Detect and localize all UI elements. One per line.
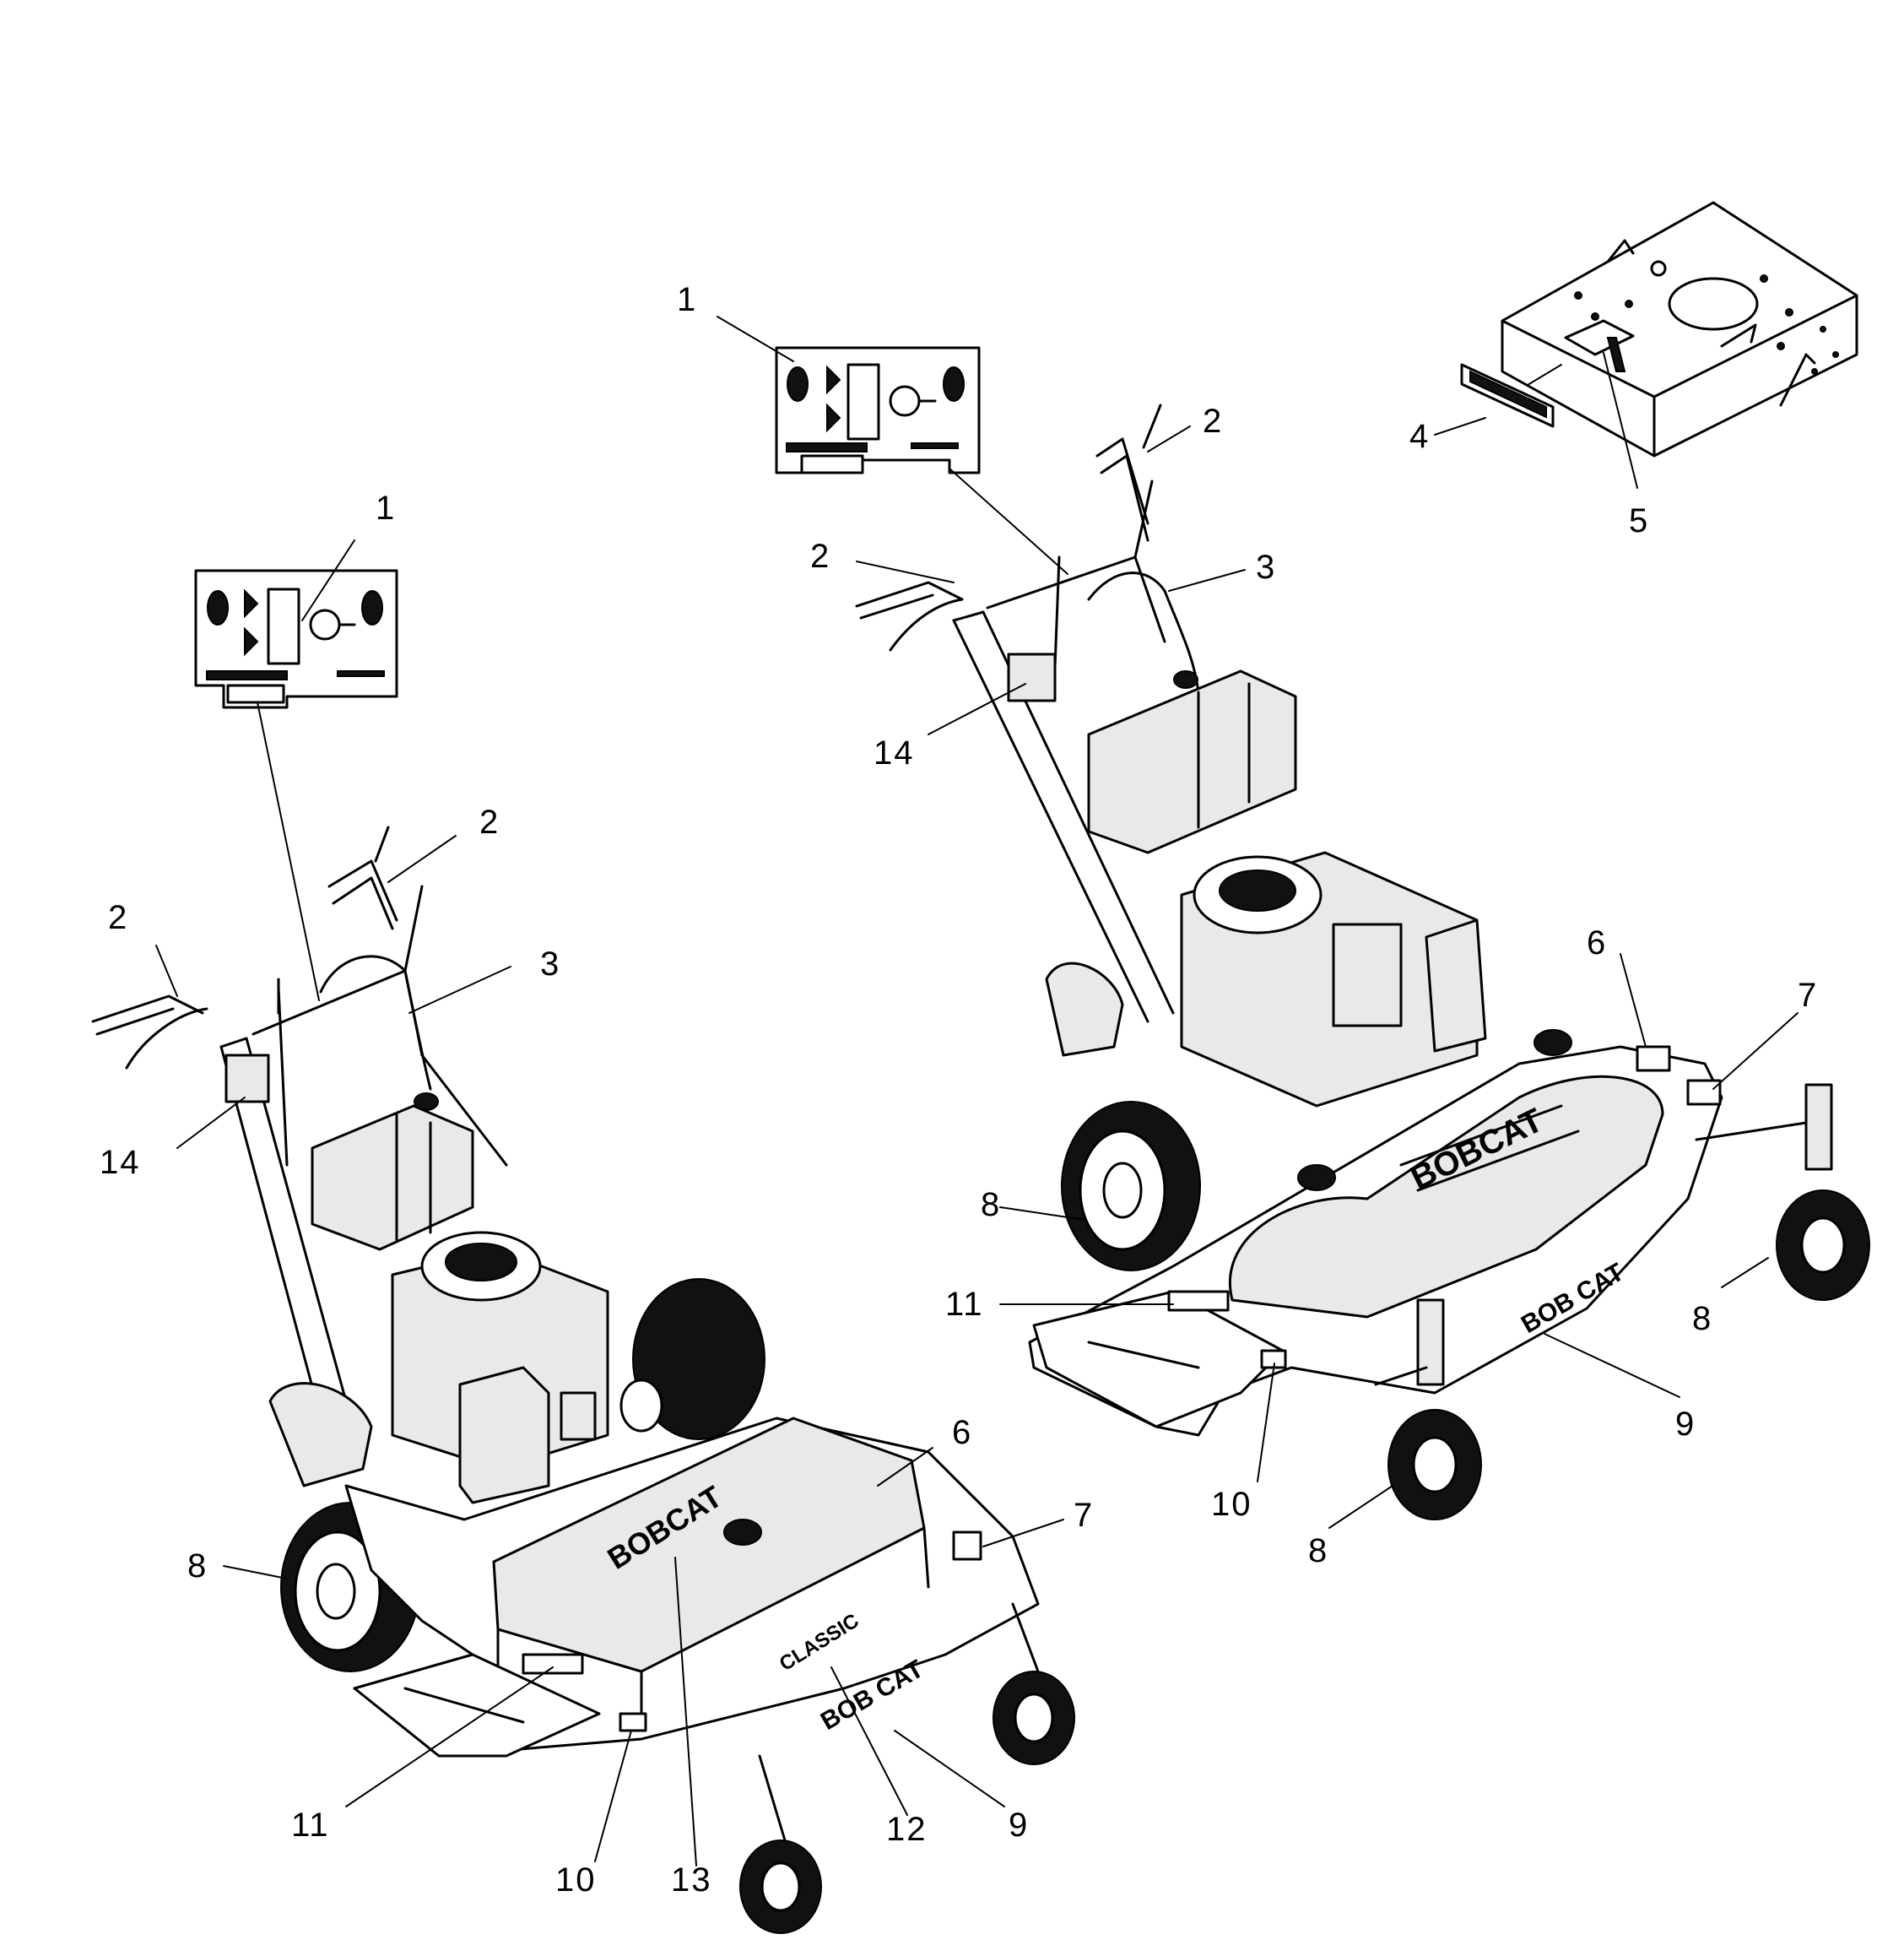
callout-right-8a: 8 bbox=[981, 1186, 1001, 1223]
callout-left-1: 1 bbox=[376, 490, 396, 527]
callout-left-8: 8 bbox=[187, 1547, 208, 1585]
left-mower-deck: BOBCAT CLASSIC BOB CAT bbox=[344, 1417, 1040, 1758]
callout-left-10: 10 bbox=[555, 1861, 597, 1899]
callout-left-3: 3 bbox=[540, 945, 560, 983]
callout-right-8c: 8 bbox=[1692, 1300, 1712, 1337]
callout-left-7: 7 bbox=[1074, 1497, 1094, 1534]
callout-inset-5: 5 bbox=[1629, 502, 1649, 539]
right-rear-wheel bbox=[1045, 962, 1201, 1271]
callout-left-2a: 2 bbox=[479, 804, 500, 841]
left-leader-lines bbox=[155, 539, 1064, 1866]
callout-left-13: 13 bbox=[671, 1861, 712, 1899]
left-rear-wheel bbox=[280, 1278, 765, 1672]
right-handle-frame bbox=[855, 404, 1200, 1023]
callout-right-2b: 2 bbox=[810, 538, 830, 575]
right-leader-lines bbox=[717, 316, 1799, 1529]
callout-left-9: 9 bbox=[1009, 1807, 1029, 1844]
callout-right-1: 1 bbox=[677, 281, 697, 318]
right-mower-deck: BOBCAT BOB CAT bbox=[1028, 1029, 1723, 1437]
left-mower: BOBCAT CLASSIC BOB CAT bbox=[91, 539, 1075, 1934]
callout-inset-4: 4 bbox=[1409, 418, 1430, 455]
right-engine bbox=[1180, 851, 1487, 1108]
callout-right-11: 11 bbox=[945, 1286, 984, 1323]
left-caster-wheels bbox=[739, 1602, 1075, 1934]
callout-right-7: 7 bbox=[1798, 977, 1818, 1014]
right-decal-1-leader bbox=[949, 468, 1068, 575]
right-fuel-tank bbox=[1087, 669, 1297, 854]
callout-left-2b: 2 bbox=[108, 899, 128, 936]
callout-left-12: 12 bbox=[886, 1811, 928, 1848]
callout-right-14: 14 bbox=[874, 734, 915, 772]
callout-right-2a: 2 bbox=[1203, 403, 1223, 440]
left-engine bbox=[391, 1231, 663, 1504]
left-fuel-tank bbox=[311, 1092, 474, 1251]
callout-right-8b: 8 bbox=[1308, 1532, 1328, 1569]
left-wheel-cover bbox=[268, 1382, 373, 1487]
right-caster-wheels bbox=[1374, 1083, 1870, 1520]
left-decal-1-leader bbox=[257, 702, 320, 1001]
callout-left-6: 6 bbox=[952, 1414, 972, 1451]
right-control-panel-decal bbox=[775, 346, 981, 474]
callout-right-6: 6 bbox=[1587, 924, 1607, 962]
callout-left-11: 11 bbox=[291, 1807, 330, 1844]
callout-left-14: 14 bbox=[100, 1144, 141, 1181]
left-control-panel-decal bbox=[194, 569, 398, 709]
callout-labels: 1 2 2 3 14 8 6 7 11 10 13 12 9 1 2 2 3 1… bbox=[100, 281, 1818, 1899]
right-mower: BOBCAT BOB CAT bbox=[717, 316, 1870, 1529]
callout-right-3: 3 bbox=[1256, 549, 1276, 586]
callout-right-10: 10 bbox=[1211, 1486, 1252, 1523]
callout-right-9: 9 bbox=[1675, 1406, 1696, 1443]
inset-mounting-plate bbox=[1434, 201, 1858, 489]
